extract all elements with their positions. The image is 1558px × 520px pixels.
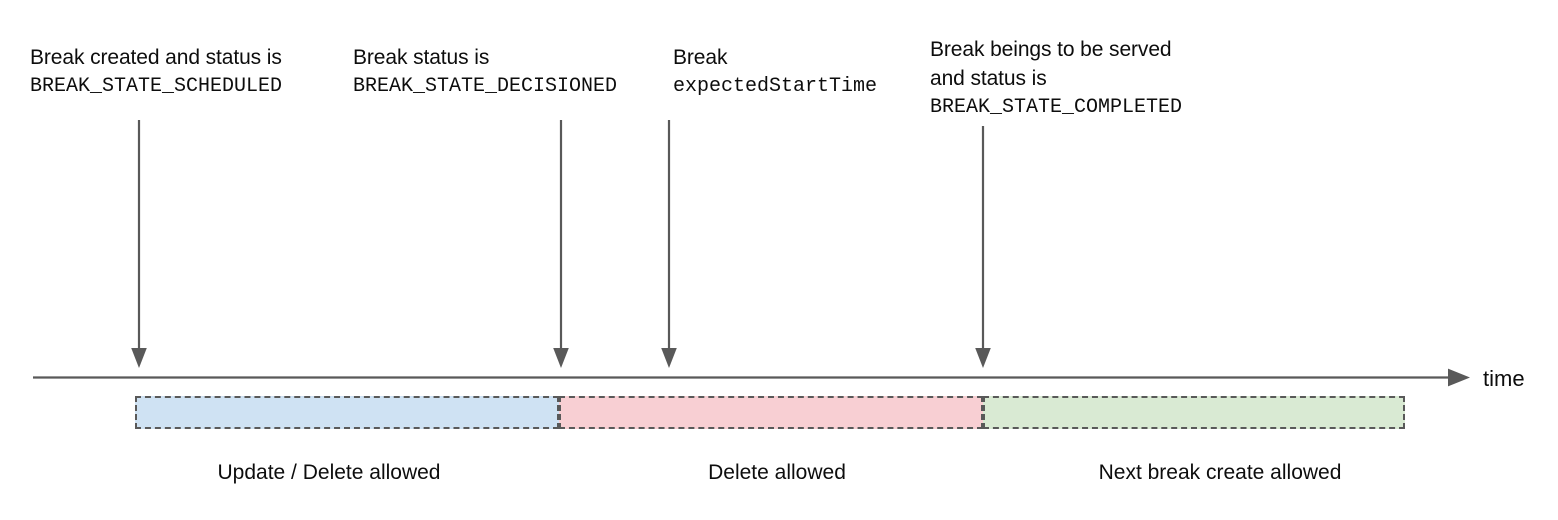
arrow-down-icon	[661, 120, 677, 368]
event-label-line-mono: BREAK_STATE_SCHEDULED	[30, 75, 283, 98]
timeline-axis	[33, 368, 1470, 387]
event-label-line-mono: BREAK_STATE_COMPLETED	[930, 96, 1183, 119]
event-label-break-created: Break created and status is BREAK_STATE_…	[30, 43, 282, 101]
event-label-line: and status is	[930, 67, 1047, 90]
event-label-line: Break created and status is	[30, 46, 282, 69]
phase-bar-scheduled	[135, 396, 559, 429]
phase-caption-decisioned: Delete allowed	[708, 461, 846, 484]
event-label-break-expected-start: Break expectedStartTime	[673, 43, 877, 101]
event-label-break-decisioned: Break status is BREAK_STATE_DECISIONED	[353, 43, 617, 101]
axis-label-time: time	[1483, 366, 1525, 391]
phase-caption-scheduled: Update / Delete allowed	[217, 461, 441, 484]
event-label-line-mono: expectedStartTime	[673, 75, 878, 98]
event-label-line: Break beings to be served	[930, 38, 1172, 61]
event-label-break-completed: Break beings to be served and status is …	[930, 35, 1182, 122]
event-label-line-mono: BREAK_STATE_DECISIONED	[353, 75, 618, 98]
event-label-line: Break	[673, 46, 728, 69]
arrow-down-icon	[131, 120, 147, 368]
phase-bar-decisioned	[559, 396, 983, 429]
event-label-line: Break status is	[353, 46, 490, 69]
phase-bar-completed	[983, 396, 1405, 429]
arrow-down-icon	[975, 126, 991, 368]
phase-caption-completed: Next break create allowed	[1098, 461, 1342, 484]
arrow-down-icon	[553, 120, 569, 368]
